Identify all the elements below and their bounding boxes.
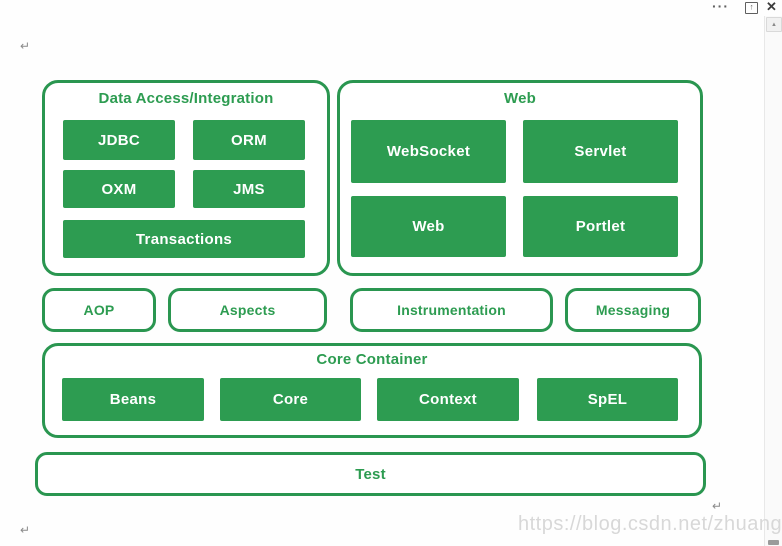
- scroll-up-button[interactable]: ▲: [766, 17, 782, 32]
- paragraph-mark: ↵: [20, 39, 31, 53]
- paragraph-mark: ↵: [712, 499, 723, 513]
- test-group: Test: [35, 452, 706, 496]
- module-messaging: Messaging: [565, 288, 701, 332]
- scroll-up-icon: ▲: [771, 21, 777, 28]
- module-servlet: Servlet: [523, 120, 678, 183]
- data-access-integration-group: Data Access/Integration JDBC ORM OXM JMS…: [42, 80, 330, 276]
- scrollbar-thumb[interactable]: [768, 540, 779, 545]
- module-core: Core: [220, 378, 361, 421]
- core-container-group: Core Container Beans Core Context SpEL: [42, 343, 702, 438]
- module-aop: AOP: [42, 288, 156, 332]
- popout-icon: ↑: [749, 2, 754, 12]
- window-controls: ··· ↑ ✕: [700, 0, 782, 16]
- module-oxm: OXM: [63, 170, 175, 208]
- module-spel: SpEL: [537, 378, 678, 421]
- group-title: Data Access/Integration: [98, 90, 274, 107]
- watermark: https://blog.csdn.net/zhuangxingzan: [518, 513, 782, 535]
- vertical-scrollbar[interactable]: ▲: [764, 16, 782, 546]
- web-group: Web WebSocket Servlet Web Portlet: [337, 80, 703, 276]
- module-portlet: Portlet: [523, 196, 678, 257]
- module-transactions: Transactions: [63, 220, 305, 258]
- group-title: Core Container: [316, 351, 428, 368]
- module-web: Web: [351, 196, 506, 257]
- paragraph-mark: ↵: [20, 523, 31, 537]
- module-instrumentation: Instrumentation: [350, 288, 553, 332]
- module-beans: Beans: [62, 378, 204, 421]
- module-websocket: WebSocket: [351, 120, 506, 183]
- module-aspects: Aspects: [168, 288, 327, 332]
- module-jdbc: JDBC: [63, 120, 175, 160]
- popout-button[interactable]: ↑: [745, 2, 758, 14]
- module-context: Context: [377, 378, 519, 421]
- group-title: Web: [504, 90, 536, 107]
- more-options-button[interactable]: ···: [712, 0, 729, 14]
- module-jms: JMS: [193, 170, 305, 208]
- module-orm: ORM: [193, 120, 305, 160]
- close-button[interactable]: ✕: [766, 0, 777, 14]
